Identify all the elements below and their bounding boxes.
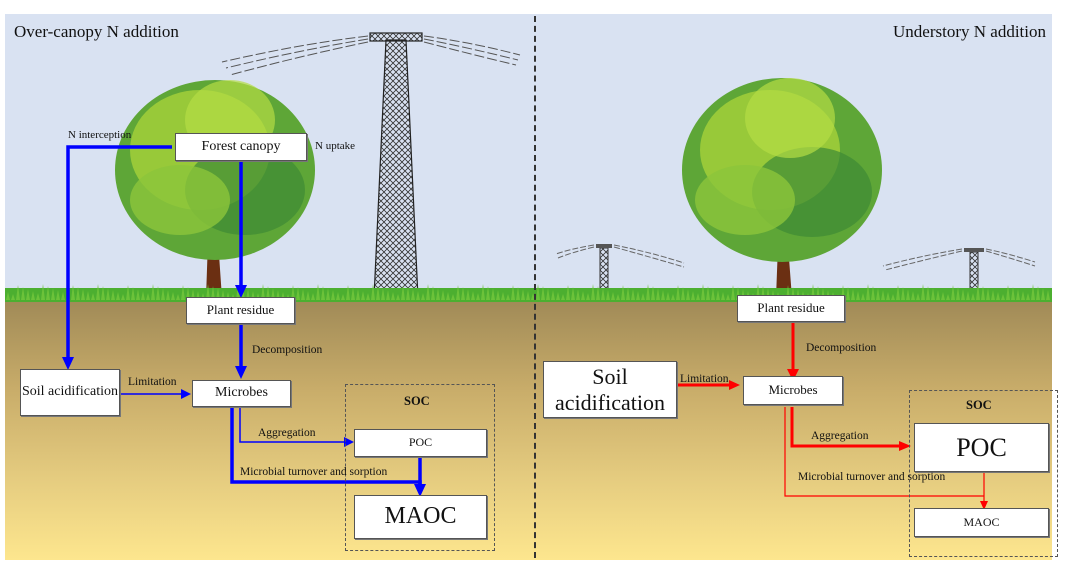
grass-strip (5, 284, 1052, 302)
forest-canopy-node: Forest canopy (175, 133, 307, 161)
arrow-aggregation-r (790, 407, 900, 448)
plant-residue-node: Plant residue (186, 297, 295, 324)
decomposition-label-right: Decomposition (806, 342, 877, 354)
decomposition-label: Decomposition (252, 344, 323, 356)
tree-right (682, 78, 882, 298)
limitation-label: Limitation (128, 376, 177, 388)
microbes-node-right: Microbes (743, 376, 843, 405)
microbial-turnover-label-right: Microbial turnover and sorption (798, 471, 946, 483)
left-arrows (66, 145, 422, 485)
maoc-node: MAOC (354, 495, 487, 539)
left-panel-title: Over-canopy N addition (14, 22, 179, 41)
poc-node-right: POC (914, 423, 1049, 472)
left-arrowheads (62, 285, 426, 497)
microbial-turnover-label: Microbial turnover and sorption (240, 466, 388, 478)
right-arrows (676, 323, 985, 502)
soc-group-right (909, 390, 1058, 557)
limitation-label-right: Limitation (680, 373, 729, 385)
soc-group (345, 384, 495, 551)
panel-divider (534, 16, 536, 558)
spray-tower-tall (221, 32, 521, 299)
soc-label: SOC (404, 394, 430, 408)
plant-residue-node-right: Plant residue (737, 295, 845, 322)
soc-label-right: SOC (966, 398, 992, 412)
arrow-microbial-turnover-r (784, 407, 984, 497)
arrow-aggregation (239, 406, 345, 443)
microbes-node: Microbes (192, 380, 291, 407)
spray-tower-small-right (882, 248, 1036, 293)
maoc-node-right: MAOC (914, 508, 1049, 537)
n-uptake-label: N uptake (315, 140, 356, 152)
aggregation-label-right: Aggregation (811, 430, 869, 442)
n-interception-label: N interception (68, 129, 132, 141)
right-arrowheads (729, 369, 988, 510)
soil-acidification-node: Soil acidification (20, 369, 120, 416)
soil-acidification-node-right: Soil acidification (543, 361, 677, 418)
arrow-n-interception (66, 145, 172, 358)
right-panel-title: Understory N addition (893, 22, 1046, 41)
tree-left (115, 80, 315, 298)
poc-node: POC (354, 429, 487, 457)
spray-tower-small-left (555, 244, 685, 293)
aggregation-label: Aggregation (258, 427, 316, 439)
soil-background (5, 300, 1052, 560)
